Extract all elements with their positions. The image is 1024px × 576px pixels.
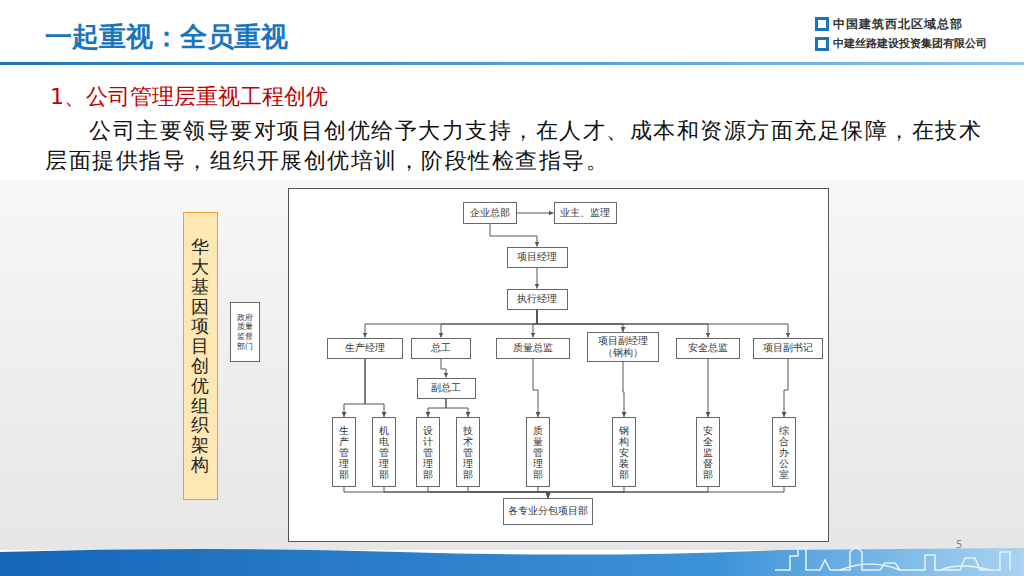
connector bbox=[344, 359, 365, 418]
node-text: 企业总部 bbox=[470, 207, 510, 219]
node-text: 华大基因项目创优组织架构 bbox=[191, 237, 209, 475]
node-text: 技术管理部 bbox=[463, 425, 473, 480]
node-text: 综合办公室 bbox=[779, 425, 789, 480]
org-box: 项目经理 bbox=[507, 247, 568, 268]
authority-box: 政府质量监督部门 bbox=[230, 302, 260, 362]
connector bbox=[446, 399, 468, 418]
connector bbox=[623, 362, 624, 417]
connector bbox=[533, 310, 537, 338]
title-column: 华大基因项目创优组织架构 bbox=[183, 212, 218, 500]
connector bbox=[533, 359, 538, 418]
connector bbox=[537, 310, 788, 338]
department-box: 机电管理部 bbox=[372, 417, 396, 487]
node-text: 各专业分包项目部 bbox=[508, 505, 588, 517]
connector bbox=[441, 310, 537, 338]
logo-text: 中建丝路建设投资集团有限公司 bbox=[833, 36, 987, 51]
connector bbox=[365, 359, 384, 418]
node-text: 生产管理部 bbox=[339, 425, 349, 480]
node-text: 设计管理部 bbox=[423, 425, 433, 480]
org-box: 项目副书记 bbox=[753, 338, 823, 359]
connector bbox=[537, 310, 623, 333]
logo-text: 中国建筑西北区域总部 bbox=[833, 16, 963, 33]
department-box: 生产管理部 bbox=[332, 417, 356, 487]
org-box: 安全总监 bbox=[676, 338, 740, 359]
connector bbox=[344, 487, 548, 498]
node-text: 政府质量监督部门 bbox=[237, 313, 253, 351]
node-text: 质量管理部 bbox=[533, 425, 543, 480]
org-box: 质量总监 bbox=[496, 338, 570, 359]
org-box: 项目副经理（钢构） bbox=[587, 332, 659, 362]
org-box: 企业总部 bbox=[463, 202, 517, 224]
org-box: 业主、监理 bbox=[554, 202, 617, 224]
node-text: 业主、监理 bbox=[560, 207, 610, 219]
node-text: 钢构安装部 bbox=[619, 425, 629, 480]
node-text: 项目经理 bbox=[517, 251, 557, 263]
body-paragraph: 公司主要领导要对项目创优给予大力支持，在人才、成本和资源方面充足保障，在技术层面… bbox=[45, 116, 985, 176]
org-box: 总工 bbox=[411, 338, 471, 359]
connector bbox=[441, 359, 446, 378]
department-box: 质量管理部 bbox=[526, 417, 550, 487]
header-rule bbox=[0, 62, 1024, 65]
slide-title: 一起重视：全员重视 bbox=[45, 19, 288, 55]
node-text: 安全监督部 bbox=[703, 425, 713, 480]
department-box: 综合办公室 bbox=[772, 417, 796, 487]
connector bbox=[708, 359, 709, 418]
connector bbox=[538, 487, 548, 498]
connector bbox=[537, 268, 538, 289]
department-box: 设计管理部 bbox=[416, 417, 440, 487]
connector bbox=[468, 487, 548, 498]
node-text: 生产经理 bbox=[345, 342, 385, 354]
chart-frame bbox=[289, 189, 829, 542]
skyline bbox=[775, 546, 1010, 570]
node-text: 执行经理 bbox=[517, 293, 557, 305]
node-text: 项目副经理（钢构） bbox=[592, 335, 654, 359]
org-box: 执行经理 bbox=[507, 289, 568, 310]
node-text: 安全总监 bbox=[688, 342, 728, 354]
node-text: 项目副书记 bbox=[763, 342, 813, 354]
grey-panel bbox=[0, 180, 1024, 550]
section-heading: 1、公司管理层重视工程创优 bbox=[50, 82, 328, 112]
org-box: 各专业分包项目部 bbox=[503, 498, 593, 525]
page-number: 5 bbox=[956, 539, 962, 550]
node-text: 副总工 bbox=[431, 382, 461, 394]
connector bbox=[490, 224, 537, 247]
department-box: 钢构安装部 bbox=[612, 417, 636, 487]
org-box: 生产经理 bbox=[327, 338, 403, 359]
connector bbox=[428, 487, 548, 498]
node-text: 总工 bbox=[431, 342, 451, 354]
logo-icons bbox=[815, 17, 829, 51]
node-text: 质量总监 bbox=[513, 342, 553, 354]
node-text: 机电管理部 bbox=[379, 425, 389, 480]
department-box: 安全监督部 bbox=[696, 417, 720, 487]
org-box: 副总工 bbox=[417, 378, 476, 399]
connector bbox=[548, 487, 784, 498]
connector bbox=[365, 310, 537, 338]
bottom-band bbox=[0, 548, 1024, 576]
connector bbox=[384, 487, 548, 498]
department-box: 技术管理部 bbox=[456, 417, 480, 487]
connector bbox=[428, 399, 446, 418]
connector bbox=[517, 213, 554, 214]
connector bbox=[784, 359, 788, 418]
